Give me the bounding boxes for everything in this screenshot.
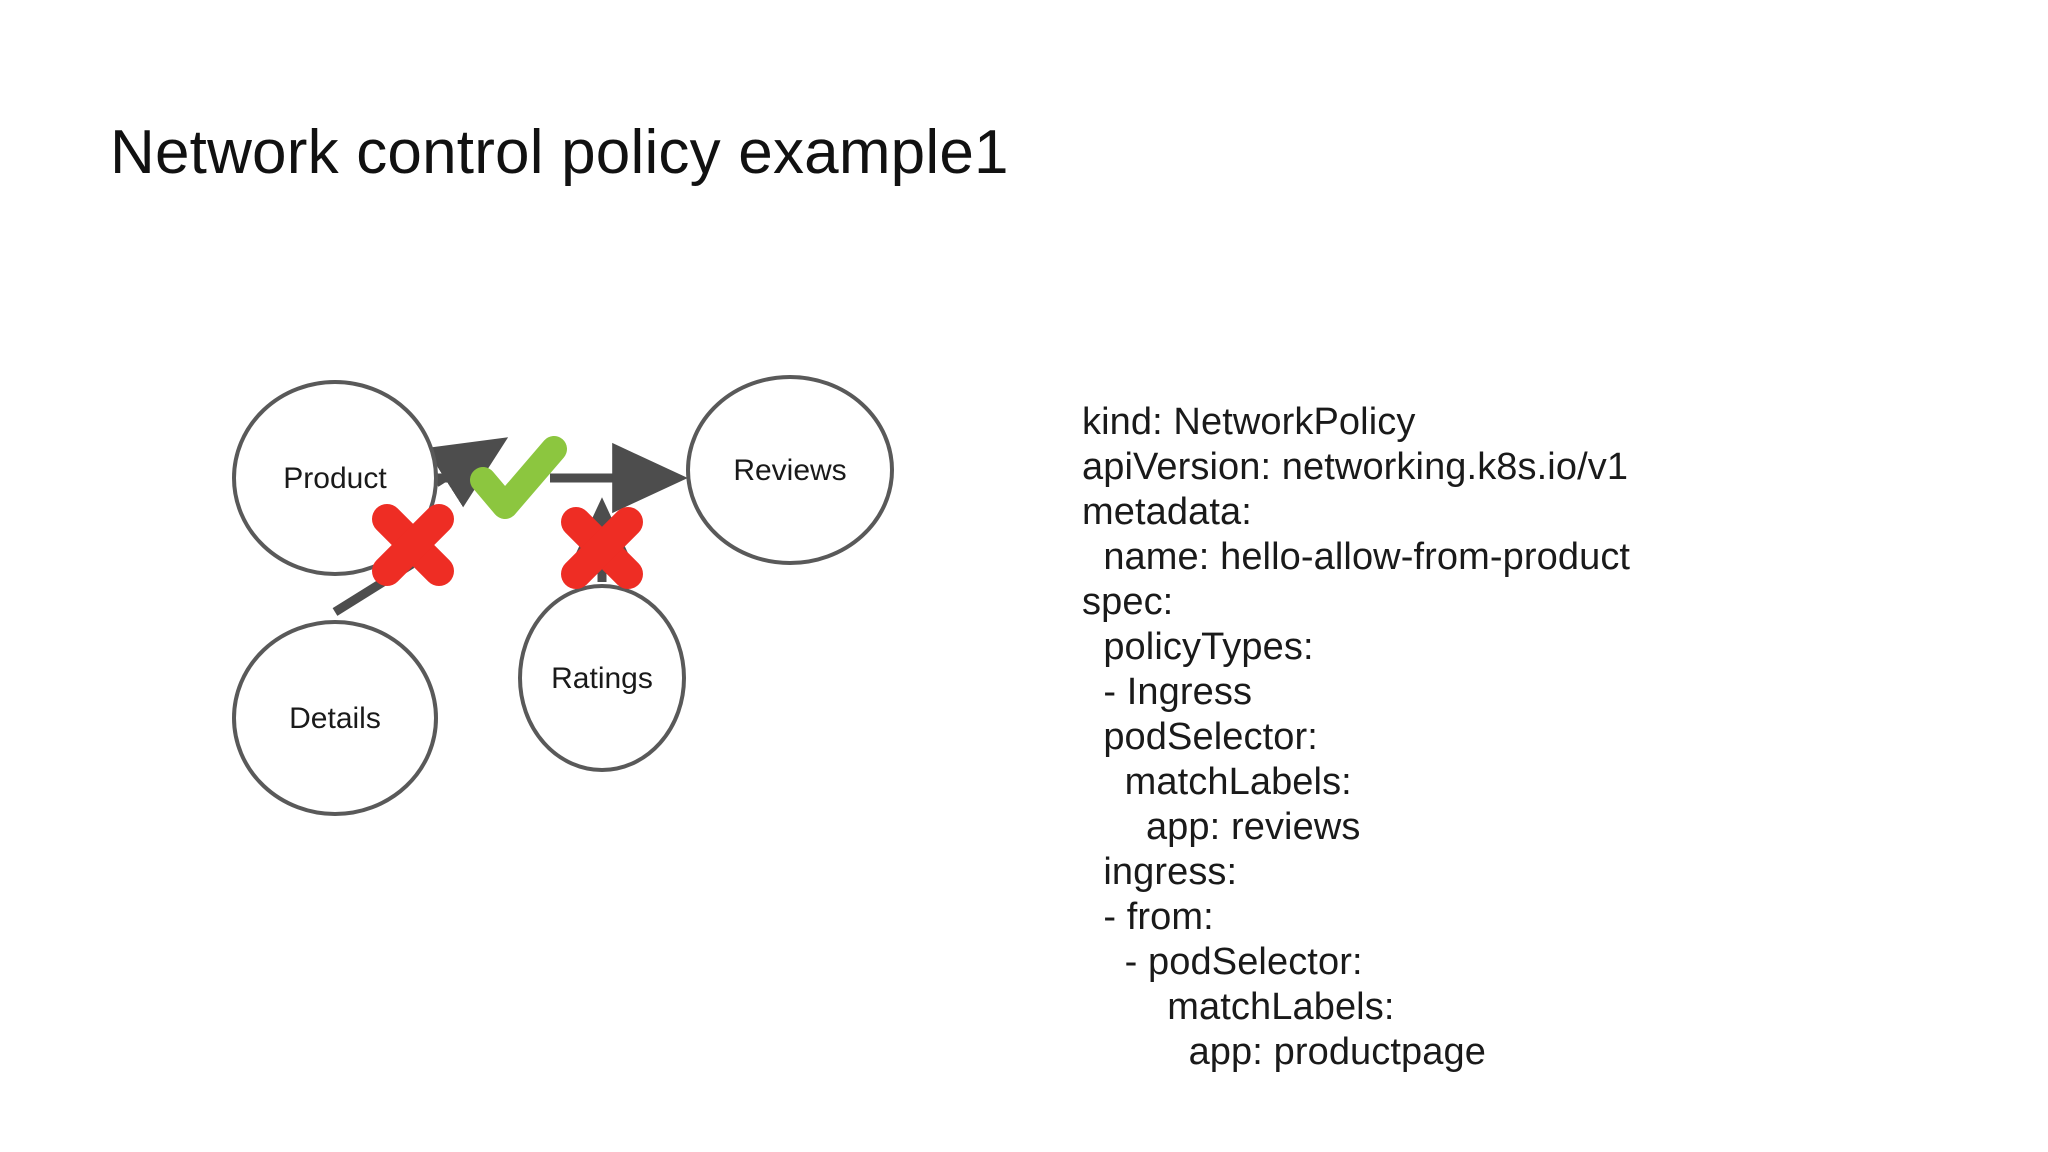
yaml-line: - from: [1082, 896, 1214, 938]
node-circle [686, 375, 894, 565]
node-label-details: Details [289, 702, 381, 735]
network-policy-yaml: kind: NetworkPolicy apiVersion: networki… [1082, 400, 1842, 1075]
cross-icon [372, 504, 454, 586]
yaml-line: app: productpage [1082, 1031, 1486, 1073]
yaml-line: kind: NetworkPolicy [1082, 401, 1416, 443]
yaml-line: metadata: [1082, 491, 1252, 533]
network-policy-diagram: Product Reviews Details Ratings [150, 340, 970, 940]
check-icon [470, 436, 567, 519]
node-circle [518, 584, 686, 772]
yaml-line: name: hello-allow-from-product [1082, 536, 1631, 578]
yaml-line: ingress: [1082, 851, 1238, 893]
node-circle [232, 620, 438, 816]
node-ratings[interactable]: Ratings [518, 584, 686, 772]
yaml-line: apiVersion: networking.k8s.io/v1 [1082, 446, 1629, 488]
yaml-line: - Ingress [1082, 671, 1253, 713]
cross-icon [561, 507, 643, 589]
yaml-line: - podSelector: [1082, 941, 1363, 983]
node-label-reviews: Reviews [733, 454, 846, 487]
yaml-line: podSelector: [1082, 716, 1318, 758]
node-label-ratings: Ratings [551, 662, 653, 695]
node-reviews[interactable]: Reviews [686, 375, 894, 565]
page-title: Network control policy example1 [110, 118, 1009, 187]
yaml-line: matchLabels: [1082, 986, 1395, 1028]
node-details[interactable]: Details [232, 620, 438, 816]
yaml-line: matchLabels: [1082, 761, 1352, 803]
node-label-product: Product [283, 462, 387, 495]
yaml-line: policyTypes: [1082, 626, 1314, 668]
yaml-line: spec: [1082, 581, 1174, 623]
edge-segment-upper [425, 437, 509, 508]
yaml-line: app: reviews [1082, 806, 1361, 848]
